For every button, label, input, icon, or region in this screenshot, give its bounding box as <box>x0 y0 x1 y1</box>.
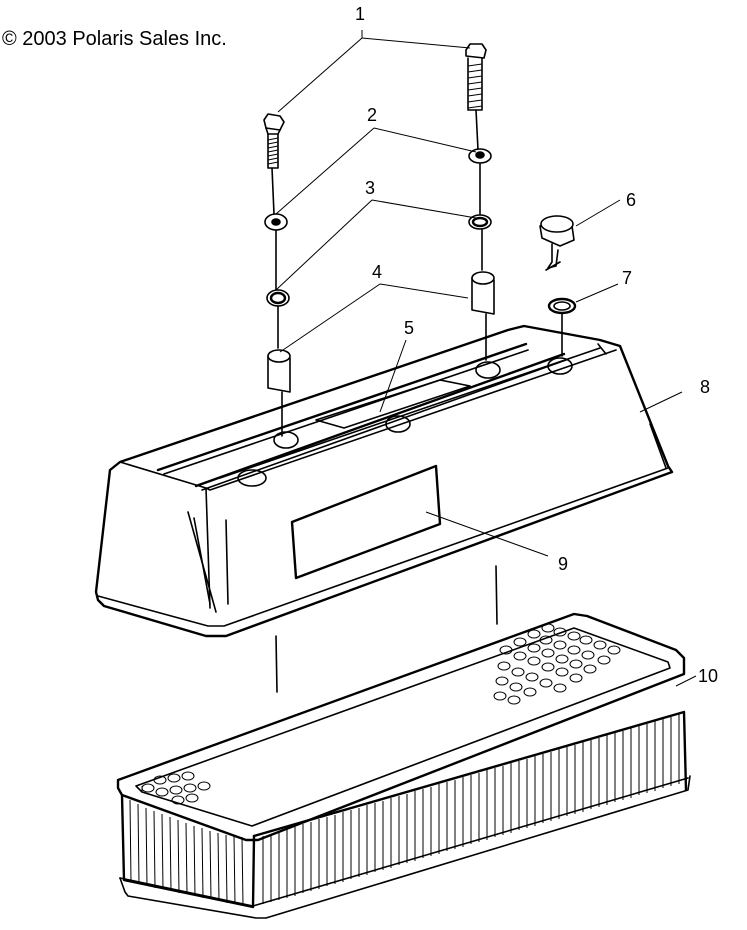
callout-numbers: 1 2 3 4 5 6 7 8 9 10 <box>355 4 718 686</box>
drain-plug <box>539 215 575 271</box>
filter-pleats-front <box>129 714 680 906</box>
o-ring <box>547 297 577 357</box>
callout-9: 9 <box>558 554 568 574</box>
callout-4: 4 <box>372 262 382 282</box>
air-box-cover <box>94 324 674 638</box>
right-fastener-stack <box>465 43 495 361</box>
callout-leaders <box>275 30 697 687</box>
callout-2: 2 <box>367 105 377 125</box>
alignment-guides <box>275 565 498 693</box>
callout-1: 1 <box>355 4 365 24</box>
air-filter-element <box>116 612 691 919</box>
callout-3: 3 <box>365 178 375 198</box>
callout-8: 8 <box>700 377 710 397</box>
filter-perforations <box>493 623 621 705</box>
filter-perforations-left <box>141 771 211 805</box>
callout-5: 5 <box>404 318 414 338</box>
callout-6: 6 <box>626 190 636 210</box>
callout-7: 7 <box>622 268 632 288</box>
copyright-notice: © 2003 Polaris Sales Inc. <box>2 28 227 50</box>
callout-10: 10 <box>698 666 718 686</box>
left-fastener-stack <box>263 113 291 437</box>
